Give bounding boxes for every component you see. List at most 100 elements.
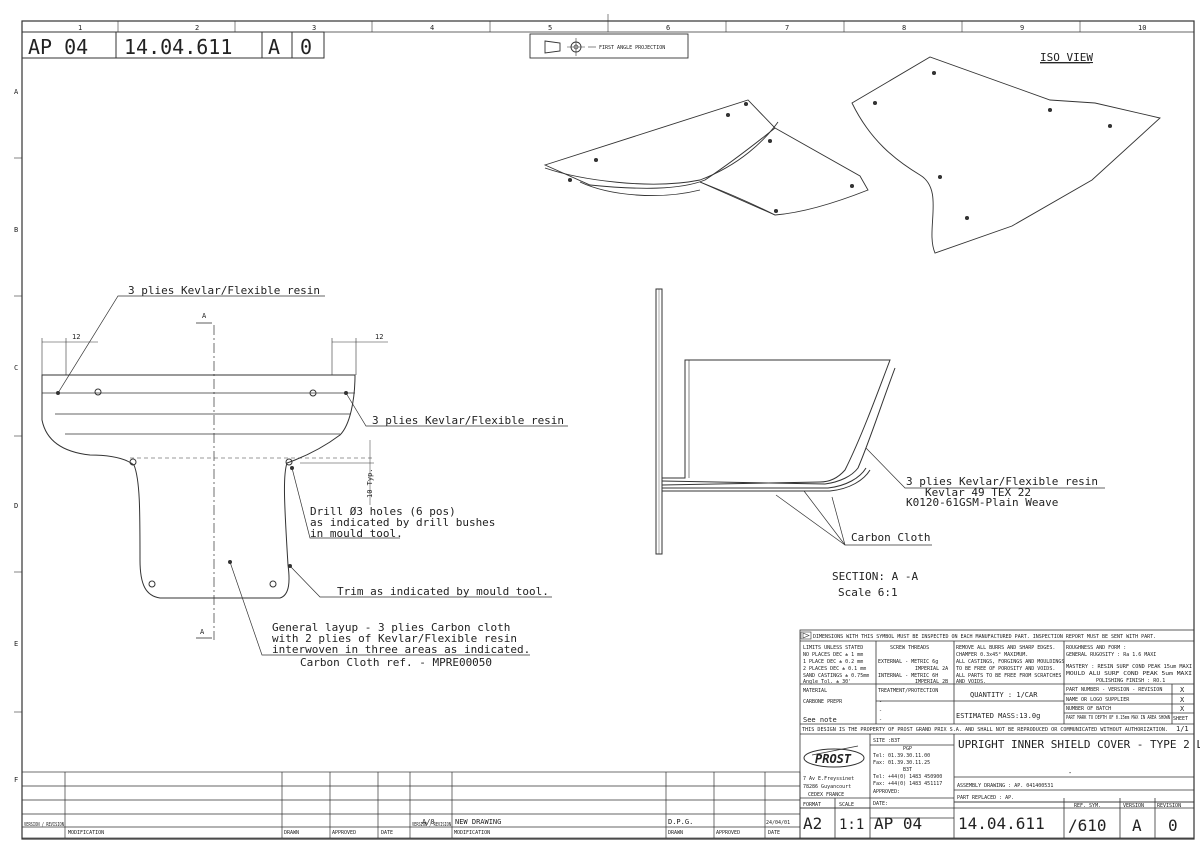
limits-line-1: LIMITS UNLESS STATED xyxy=(803,645,863,651)
assembly-drawing: ASSEMBLY DRAWING : AP. 041400531 xyxy=(957,783,1053,789)
address-line-2: 78286 Guyancourt xyxy=(803,784,851,790)
layup-note-3: interwoven in three areas as indicated. xyxy=(272,643,530,656)
rev-header-drawn-2: DRAWN xyxy=(668,830,683,836)
address-line-1: 7 Av E.Freyssinet xyxy=(803,776,854,782)
row-label-b: B xyxy=(14,226,18,234)
threads-block: SCREW THREADS EXTERNAL - METRIC 6g IMPER… xyxy=(878,645,948,685)
part-mark-1: PART NUMBER - VERSION - REVISION xyxy=(1066,687,1162,693)
inspection-note: DIMENSIONS WITH THIS SYMBOL MUST BE INSP… xyxy=(813,634,1156,640)
rev-header-approved-1: APPROVED xyxy=(332,830,356,836)
threads-line-4: INTERNAL - METRIC 6H xyxy=(878,673,938,679)
edges-line-6: AND VOIDS. xyxy=(956,679,986,685)
drill-note-2: as indicated by drill bushes xyxy=(310,516,495,529)
drill-note-1: Drill Ø3 holes (6 pos) xyxy=(310,505,456,518)
section-letter-top: A xyxy=(202,312,207,320)
carbon-cloth-ref: Carbon Cloth ref. - MPRE00050 xyxy=(300,656,492,669)
grid-rows: A B C D E F xyxy=(14,88,22,784)
quantity: QUANTITY : 1/CAR xyxy=(970,691,1038,699)
limits-line-4: 2 PLACES DEC ± 0.1 mm xyxy=(803,666,866,672)
section-kevlar-note-1: 3 plies Kevlar/Flexible resin xyxy=(906,475,1098,488)
projection-cone-icon xyxy=(544,40,561,54)
title-dash: - xyxy=(1068,769,1072,777)
col-label-5: 5 xyxy=(548,24,552,32)
section-kevlar-note-3: K0120-61GSM-Plain Weave xyxy=(906,496,1058,509)
rev-entry-date: 24/04/01 xyxy=(766,820,790,826)
revision-table xyxy=(21,771,801,839)
section-label: SECTION: A -A xyxy=(832,570,918,583)
part-mark-x-3: X xyxy=(1180,705,1185,713)
row-label-f: F xyxy=(14,776,18,784)
ref-sym-label: REF. SYM. xyxy=(1074,803,1101,809)
rev-header-drawn-1: DRAWN xyxy=(284,830,299,836)
site-label: SITE :B3T xyxy=(873,738,900,744)
row-label-d: D xyxy=(14,502,18,510)
dim-typ: 10 Typ. xyxy=(366,468,374,498)
col-label-2: 2 xyxy=(195,24,199,32)
rev-header-date-1: DATE xyxy=(381,830,393,836)
part-mark-4: PART MARK TO DEPTH OF 0.15mm MAX IN AREA… xyxy=(1066,715,1170,721)
note-kevlar-right: 3 plies Kevlar/Flexible resin xyxy=(372,414,564,427)
block-prefix: AP 04 xyxy=(874,814,922,833)
layup-note-2: with 2 plies of Kevlar/Flexible resin xyxy=(272,632,517,645)
drawing-prefix: AP 04 xyxy=(28,35,88,59)
material-label: MATERIAL xyxy=(803,688,827,694)
revision-value: 0 xyxy=(1168,816,1178,835)
limits-block: LIMITS UNLESS STATED NO PLACES DEC ± 1 m… xyxy=(803,645,869,685)
col-label-8: 8 xyxy=(902,24,906,32)
part-mark-x-2: X xyxy=(1180,696,1185,704)
see-note: See note xyxy=(803,716,837,724)
col-label-9: 9 xyxy=(1020,24,1024,32)
iso-view-label: ISO VIEW xyxy=(1040,51,1093,64)
edges-block: REMOVE ALL BURRS AND SHARP EDGES. CHAMFE… xyxy=(956,645,1064,685)
limits-line-5: SAND CASTINGS ± 0.75mm xyxy=(803,673,869,679)
dim-right-12: 12 xyxy=(375,333,383,341)
sheet-value: 1/1 xyxy=(1176,725,1189,733)
format-value: A2 xyxy=(803,814,822,833)
title-block xyxy=(799,629,1195,839)
pgp-line-6: Fax: +44(0) 1483 451117 xyxy=(873,781,942,787)
projection-box: FIRST ANGLE PROJECTION xyxy=(529,33,689,59)
block-number: 14.04.611 xyxy=(958,814,1045,833)
rev-header-approved-2: APPROVED xyxy=(716,830,740,836)
row-label-a: A xyxy=(14,88,19,96)
edges-line-2: CHAMFER 0.3x45° MAXIMUM. xyxy=(956,652,1028,658)
section-letter-bottom: A xyxy=(200,628,205,636)
approved-label: APPROVED: xyxy=(873,789,900,795)
treatment-line-2: - xyxy=(879,708,882,714)
roughness-block: ROUGHNESS AND FORM : GENERAL RUGOSITY : … xyxy=(1066,645,1192,684)
property-note: THIS DESIGN IS THE PROPERTY OF PROST GRA… xyxy=(802,727,1168,733)
section-carbon-note: Carbon Cloth xyxy=(851,531,930,544)
roughness-line-3: MASTERY : RESIN SURF COND PEAK 15um MAXI xyxy=(1066,664,1192,670)
part-mark-x-1: X xyxy=(1180,686,1185,694)
pgp-line-4: B3T xyxy=(903,767,912,773)
version-label: VERSION xyxy=(1123,803,1144,809)
col-label-6: 6 xyxy=(666,24,670,32)
part-mark-3: NUMBER OF BATCH xyxy=(1066,706,1111,712)
edges-line-1: REMOVE ALL BURRS AND SHARP EDGES. xyxy=(956,645,1055,651)
iso-view-left-part xyxy=(543,99,869,216)
sheet-label: SHEET xyxy=(1173,716,1188,722)
section-kevlar-note-2: Kevlar 49 TEX 22 xyxy=(925,486,1031,499)
edges-line-4: TO BE FREE OF POROSITY AND VOIDS. xyxy=(956,666,1055,672)
inspection-symbol-icon xyxy=(800,631,812,640)
col-label-3: 3 xyxy=(312,24,316,32)
address-line-3: CEDEX FRANCE xyxy=(808,792,844,798)
revision-label: REVISION xyxy=(1157,803,1181,809)
format-label: FORMAT xyxy=(803,802,821,808)
treatment-line-3: - xyxy=(879,717,882,723)
ref-sym-value: /610 xyxy=(1068,816,1107,835)
edges-line-3: ALL CASTINGS, FORGINGS AND MOULDINGS xyxy=(956,659,1064,665)
drawing-version: A xyxy=(268,35,280,59)
col-label-7: 7 xyxy=(785,24,789,32)
rev-entry-drawn: D.P.G. xyxy=(668,818,693,826)
col-label-1: 1 xyxy=(78,24,82,32)
prost-logo: PROST xyxy=(803,745,865,768)
estimated-mass: ESTIMATED MASS:13.0g xyxy=(956,712,1040,720)
pgp-line-1: PGP xyxy=(903,746,912,752)
scale-value: 1:1 xyxy=(839,817,864,833)
part-title: UPRIGHT INNER SHIELD COVER - TYPE 2 LH xyxy=(958,738,1200,751)
front-view xyxy=(41,295,568,656)
material-value: CARBONE PREPR xyxy=(803,699,843,705)
rev-header-modification-1: MODIFICATION xyxy=(68,830,104,836)
part-mark-2: NAME OR LOGO SUPPLIER xyxy=(1066,697,1130,703)
